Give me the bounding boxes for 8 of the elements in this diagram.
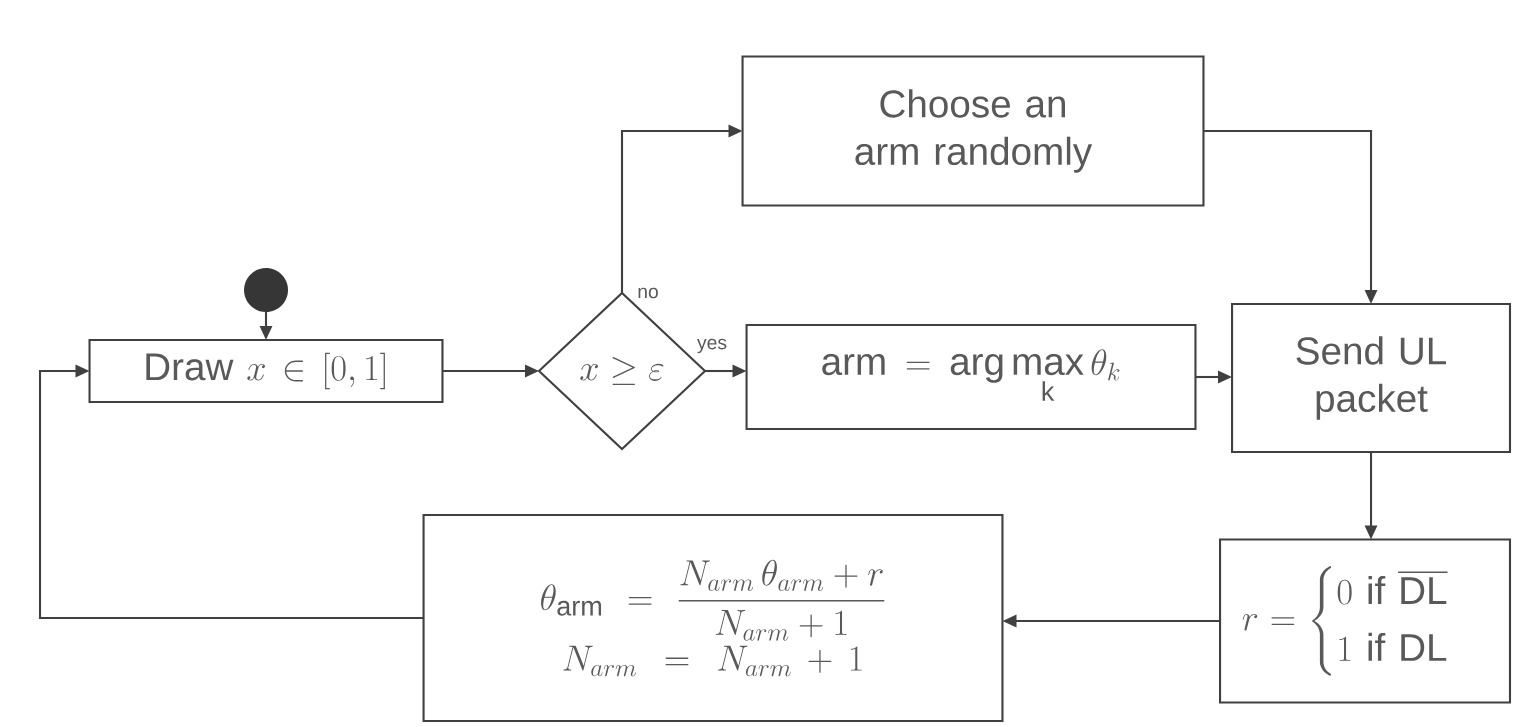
process-box: Send UL packet — [1231, 302, 1512, 454]
start-circle — [244, 268, 288, 312]
formula-box: $\mathrm{arm} = \arg\max_{\mathrm{k}} \theta_k$ — [745, 323, 1197, 431]
formula-box: $\theta_{\mathrm{arm}} = \frac{N_{arm}\,\theta_{arm} + r}{N_{arm} + 1}$ $N_{arm} = N_{arm} + 1$ — [422, 513, 1004, 723]
arrow — [38, 364, 424, 620]
formula-box: $\text{Draw } x \in [0,1]$ — [88, 338, 444, 404]
process-box: Choose an arm randomly — [741, 55, 1205, 207]
formula-box: $r = \begin{cases} 0 \mathrm{\ if\ } \overline{\mathrm{DL}} \\ 1 \mathrm{\ if\ } \mathrm{DL} \end{cases}$ — [1219, 538, 1512, 704]
